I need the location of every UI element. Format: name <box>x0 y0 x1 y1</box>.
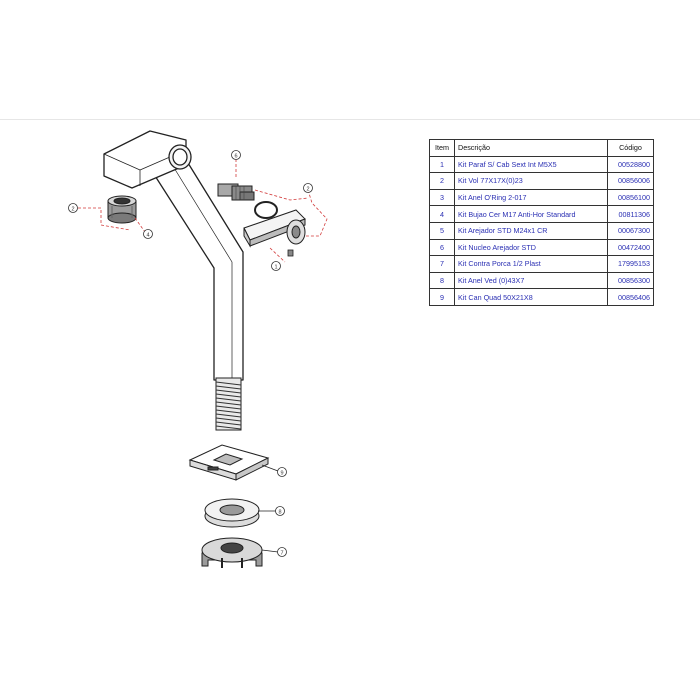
part-sealing-ring <box>204 498 260 528</box>
threaded-shank <box>215 377 242 431</box>
cell-code: 00472400 <box>607 238 654 257</box>
column-header-item: Item <box>429 139 455 157</box>
svg-text:6: 6 <box>234 153 237 159</box>
cell-description: Kit Can Quad 50X21X8 <box>454 288 608 306</box>
cell-description: Kit Anel Ved (0)43X7 <box>454 271 608 290</box>
cell-item: 9 <box>429 288 455 306</box>
cell-item: 3 <box>429 188 455 207</box>
cell-code: 00856006 <box>607 172 654 190</box>
cell-item: 5 <box>429 221 455 240</box>
callout-item-2: 2 <box>68 203 78 213</box>
part-ceramic-cartridge <box>217 183 255 201</box>
callout-item-1: 1 <box>271 261 281 271</box>
cell-code: 00067300 <box>607 221 654 240</box>
part-square-plate <box>188 444 270 481</box>
svg-text:1: 1 <box>274 264 277 270</box>
svg-text:9: 9 <box>280 470 283 476</box>
table-row: 8 Kit Anel Ved (0)43X7 00856300 <box>429 271 654 290</box>
svg-text:7: 7 <box>280 550 283 556</box>
table-header-row: Item Descrição Código <box>429 139 654 157</box>
table-row: 4 Kit Bujao Cer M17 Anti-Hor Standard 00… <box>429 205 654 223</box>
leader-lines <box>78 159 328 263</box>
cell-code: 00856300 <box>607 271 654 290</box>
svg-text:2: 2 <box>306 186 309 192</box>
parts-table: Item Descrição Código 1 Kit Paraf S/ Cab… <box>429 139 654 306</box>
cell-item: 7 <box>429 255 455 273</box>
cell-item: 6 <box>429 238 455 257</box>
part-set-screw <box>287 249 294 257</box>
cell-description: Kit Arejador STD M24x1 CR <box>454 221 608 240</box>
callout-item-4: 4 <box>143 229 153 239</box>
callout-item-2b: 2 <box>303 183 313 193</box>
cell-item: 8 <box>429 271 455 290</box>
column-header-description: Descrição <box>454 139 608 157</box>
part-lever-handle <box>243 209 306 248</box>
table-row: 3 Kit Anel O'Ring 2-017 00856100 <box>429 188 654 207</box>
part-aerator <box>107 195 137 224</box>
callout-item-7: 7 <box>277 547 287 557</box>
top-divider <box>0 119 700 120</box>
cell-description: Kit Nucleo Arejador STD <box>454 238 608 257</box>
cell-description: Kit Contra Porca 1/2 Plast <box>454 255 608 273</box>
cell-item: 2 <box>429 172 455 190</box>
cell-code: 00856406 <box>607 288 654 306</box>
callout-item-9: 9 <box>277 467 287 477</box>
cell-description: Kit Bujao Cer M17 Anti-Hor Standard <box>454 205 608 223</box>
cell-code: 00811306 <box>607 205 654 223</box>
svg-text:4: 4 <box>146 232 149 238</box>
cell-item: 1 <box>429 155 455 174</box>
table-row: 9 Kit Can Quad 50X21X8 00856406 <box>429 288 654 306</box>
cell-description: Kit Paraf S/ Cab Sext Int M5X5 <box>454 155 608 174</box>
cell-description: Kit Anel O'Ring 2-017 <box>454 188 608 207</box>
part-lock-nut <box>201 537 263 568</box>
cell-code: 17995153 <box>607 255 654 273</box>
table-row: 6 Kit Nucleo Arejador STD 00472400 <box>429 238 654 257</box>
callout-item-8: 8 <box>275 506 285 516</box>
cell-item: 4 <box>429 205 455 223</box>
cell-code: 00528800 <box>607 155 654 174</box>
table-row: 2 Kit Vol 77X17X(0)23 00856006 <box>429 172 654 190</box>
callout-item-6: 6 <box>231 150 241 160</box>
table-row: 5 Kit Arejador STD M24x1 CR 00067300 <box>429 221 654 240</box>
faucet-body <box>103 130 244 381</box>
table-row: 7 Kit Contra Porca 1/2 Plast 17995153 <box>429 255 654 273</box>
leader-lines-solid <box>258 464 279 553</box>
svg-text:2: 2 <box>71 206 74 212</box>
part-o-ring <box>254 201 278 219</box>
column-header-code: Código <box>607 139 654 157</box>
svg-text:8: 8 <box>278 509 281 515</box>
cell-description: Kit Vol 77X17X(0)23 <box>454 172 608 190</box>
table-row: 1 Kit Paraf S/ Cab Sext Int M5X5 0052880… <box>429 155 654 174</box>
cell-code: 00856100 <box>607 188 654 207</box>
